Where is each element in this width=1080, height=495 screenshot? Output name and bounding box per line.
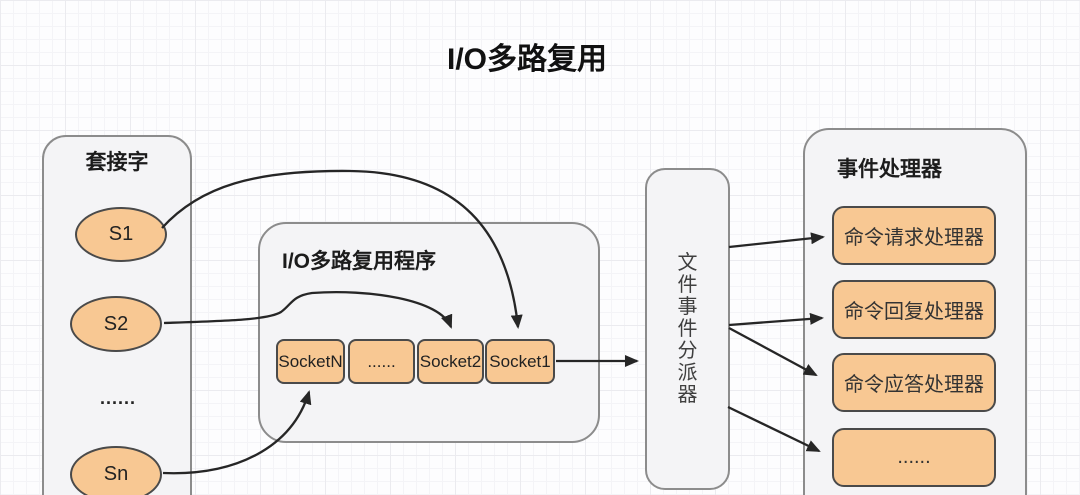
handler-command-request: 命令请求处理器 — [832, 206, 996, 265]
file-event-dispatcher-box: 文件事件分派器 — [645, 168, 730, 490]
socket-nodes-ellipsis: ...... — [99, 388, 136, 408]
queue-slot-ellipsis: ...... — [348, 339, 415, 384]
sockets-panel-title: 套接字 — [85, 151, 149, 174]
queue-slot-socket2: Socket2 — [417, 339, 484, 384]
queue-slot-socket1: Socket1 — [485, 339, 555, 384]
queue-slot-socketN: SocketN — [276, 339, 345, 384]
file-event-dispatcher-label: 文件事件分派器 — [677, 252, 698, 406]
handler-ellipsis: ...... — [832, 428, 996, 487]
handler-command-reply: 命令回复处理器 — [832, 280, 996, 339]
io-multiplex-program-title: I/O多路复用程序 — [282, 250, 437, 273]
diagram-title: I/O多路复用 — [447, 43, 608, 76]
socket-node-s2: S2 — [70, 296, 162, 352]
socket-node-s1: S1 — [75, 207, 167, 262]
event-handlers-title: 事件处理器 — [837, 158, 942, 181]
handler-command-response: 命令应答处理器 — [832, 353, 996, 412]
socket-node-sn: Sn — [70, 446, 162, 495]
